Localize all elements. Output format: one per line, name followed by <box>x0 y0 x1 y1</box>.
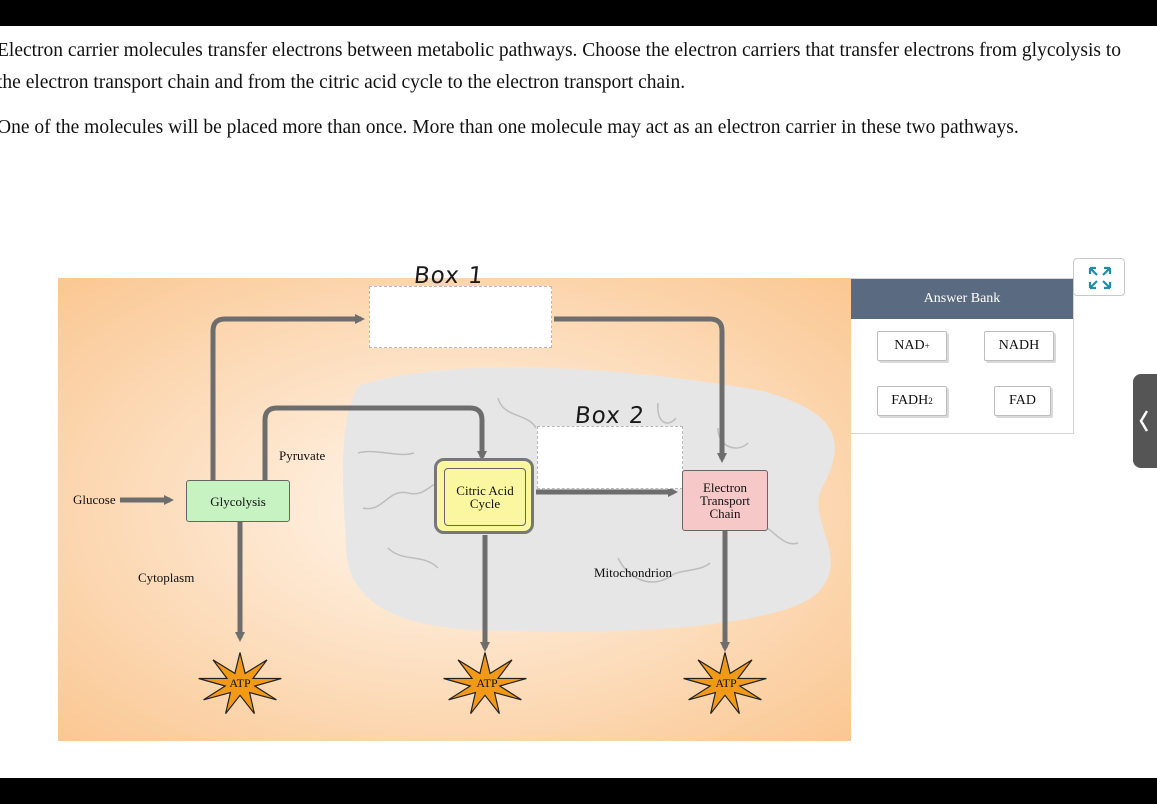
electron-transport-chain-box: Electron Transport Chain <box>682 470 768 531</box>
expand-button[interactable] <box>1073 258 1125 296</box>
box1-dropzone[interactable] <box>369 286 552 348</box>
chip-nadh-text: NADH <box>998 338 1040 353</box>
etc-label-line1: Electron <box>702 480 748 495</box>
atp-bursts <box>198 652 767 714</box>
chip-fadh2-text: FADH <box>891 393 929 408</box>
arrow-box1-to-etc <box>554 316 727 463</box>
chip-nad-plus-sup: + <box>924 341 930 351</box>
atp-label-glycolysis: ATP <box>229 676 251 690</box>
instruction-paragraph-1: Electron carrier molecules transfer elec… <box>0 40 1122 93</box>
atp-label-etc: ATP <box>715 676 737 690</box>
mitochondrion-shape <box>342 367 835 632</box>
etc-label-line2: Transport <box>699 493 751 508</box>
expand-arrows-icon <box>1088 266 1112 290</box>
arrow-glycolysis-to-box1 <box>210 314 365 480</box>
chip-nad-plus-text: NAD <box>894 338 925 353</box>
top-black-bar <box>0 0 1157 26</box>
chip-nadh[interactable]: NADH <box>984 331 1054 361</box>
instruction-paragraph-2: One of the molecules will be placed more… <box>0 117 1019 138</box>
mitochondrion-label: Mitochondrion <box>594 565 672 580</box>
citric-acid-cycle-frame: Citric Acid Cycle <box>434 458 534 534</box>
chip-fad-text: FAD <box>1009 393 1036 408</box>
box2-dropzone[interactable] <box>537 426 683 489</box>
answer-bank-header: Answer Bank <box>851 279 1073 319</box>
etc-label-line3: Chain <box>709 506 741 521</box>
pyruvate-label: Pyruvate <box>279 448 326 463</box>
glycolysis-box: Glycolysis <box>186 480 290 522</box>
glucose-label: Glucose <box>73 492 116 507</box>
pathway-arrows <box>120 314 730 652</box>
side-panel-tab[interactable] <box>1133 374 1157 468</box>
atp-burst-1 <box>198 652 282 714</box>
cellular-respiration-diagram: Box 1 Box 2 Glucose Pyruvate Cytoplasm M… <box>58 263 851 741</box>
chip-fad[interactable]: FAD <box>994 386 1051 416</box>
cytoplasm-label: Cytoplasm <box>138 570 195 585</box>
arrow-pyruvate-to-cycle <box>262 405 487 480</box>
glycolysis-label: Glycolysis <box>210 493 266 509</box>
chevron-left-icon <box>1139 410 1149 432</box>
citric-acid-cycle-box: Citric Acid Cycle <box>444 468 526 526</box>
bottom-black-bar <box>0 778 1157 804</box>
atp-burst-2 <box>443 652 527 714</box>
chip-nad-plus[interactable]: NAD+ <box>877 331 947 361</box>
chip-fadh2-sub: 2 <box>928 396 933 406</box>
atp-burst-3 <box>683 652 767 714</box>
cycle-label: Cycle <box>469 496 501 511</box>
answer-bank-title: Answer Bank <box>923 291 1001 306</box>
citric-acid-label: Citric Acid <box>456 483 514 498</box>
atp-label-cycle: ATP <box>476 676 498 690</box>
